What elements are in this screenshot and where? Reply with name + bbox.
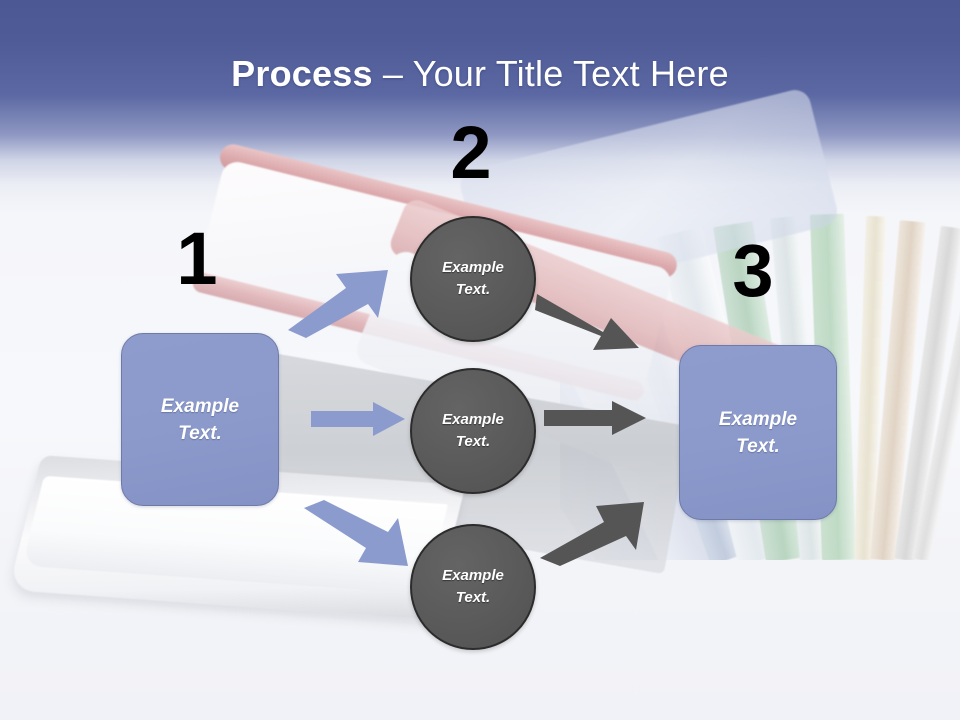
step-circle-middle-label: Example Text. bbox=[442, 409, 504, 453]
step-box-right-line1: Example bbox=[718, 408, 798, 430]
step-box-left[interactable]: Example Text. bbox=[121, 333, 279, 506]
title-separator: – bbox=[372, 53, 413, 94]
step-circle-top-line1: Example bbox=[442, 259, 504, 276]
step-box-left-label: Example Text. bbox=[161, 393, 239, 447]
arrow-bottom-to-right bbox=[538, 500, 660, 566]
step-box-left-line2: Text. bbox=[178, 422, 222, 444]
step-number-3: 3 bbox=[732, 229, 774, 312]
title-strong: Process bbox=[231, 53, 373, 94]
step-circle-top[interactable]: Example Text. bbox=[410, 216, 536, 342]
step-box-right-line2: Text. bbox=[736, 435, 780, 457]
step-box-left-line1: Example bbox=[160, 395, 240, 417]
arrow-middle-to-right bbox=[544, 401, 648, 435]
step-number-2: 2 bbox=[450, 111, 492, 194]
step-box-right-label: Example Text. bbox=[719, 406, 797, 460]
step-circle-bottom-label: Example Text. bbox=[442, 565, 504, 609]
step-circle-bottom[interactable]: Example Text. bbox=[410, 524, 536, 650]
arrow-left-to-top bbox=[284, 268, 404, 338]
step-circle-middle[interactable]: Example Text. bbox=[410, 368, 536, 494]
slide-title: Process – Your Title Text Here bbox=[0, 52, 960, 96]
step-number-1: 1 bbox=[176, 217, 218, 300]
title-light: Your Title Text Here bbox=[412, 53, 729, 94]
arrow-left-to-middle bbox=[311, 402, 407, 436]
step-circle-middle-line1: Example bbox=[442, 411, 504, 428]
step-circle-bottom-line1: Example bbox=[442, 567, 504, 584]
step-circle-middle-line2: Text. bbox=[455, 433, 491, 450]
arrow-top-to-right bbox=[535, 288, 657, 354]
step-circle-bottom-line2: Text. bbox=[455, 589, 491, 606]
step-circle-top-label: Example Text. bbox=[442, 257, 504, 301]
step-circle-top-line2: Text. bbox=[455, 281, 491, 298]
arrow-left-to-bottom bbox=[300, 500, 420, 570]
step-box-right[interactable]: Example Text. bbox=[679, 345, 837, 520]
